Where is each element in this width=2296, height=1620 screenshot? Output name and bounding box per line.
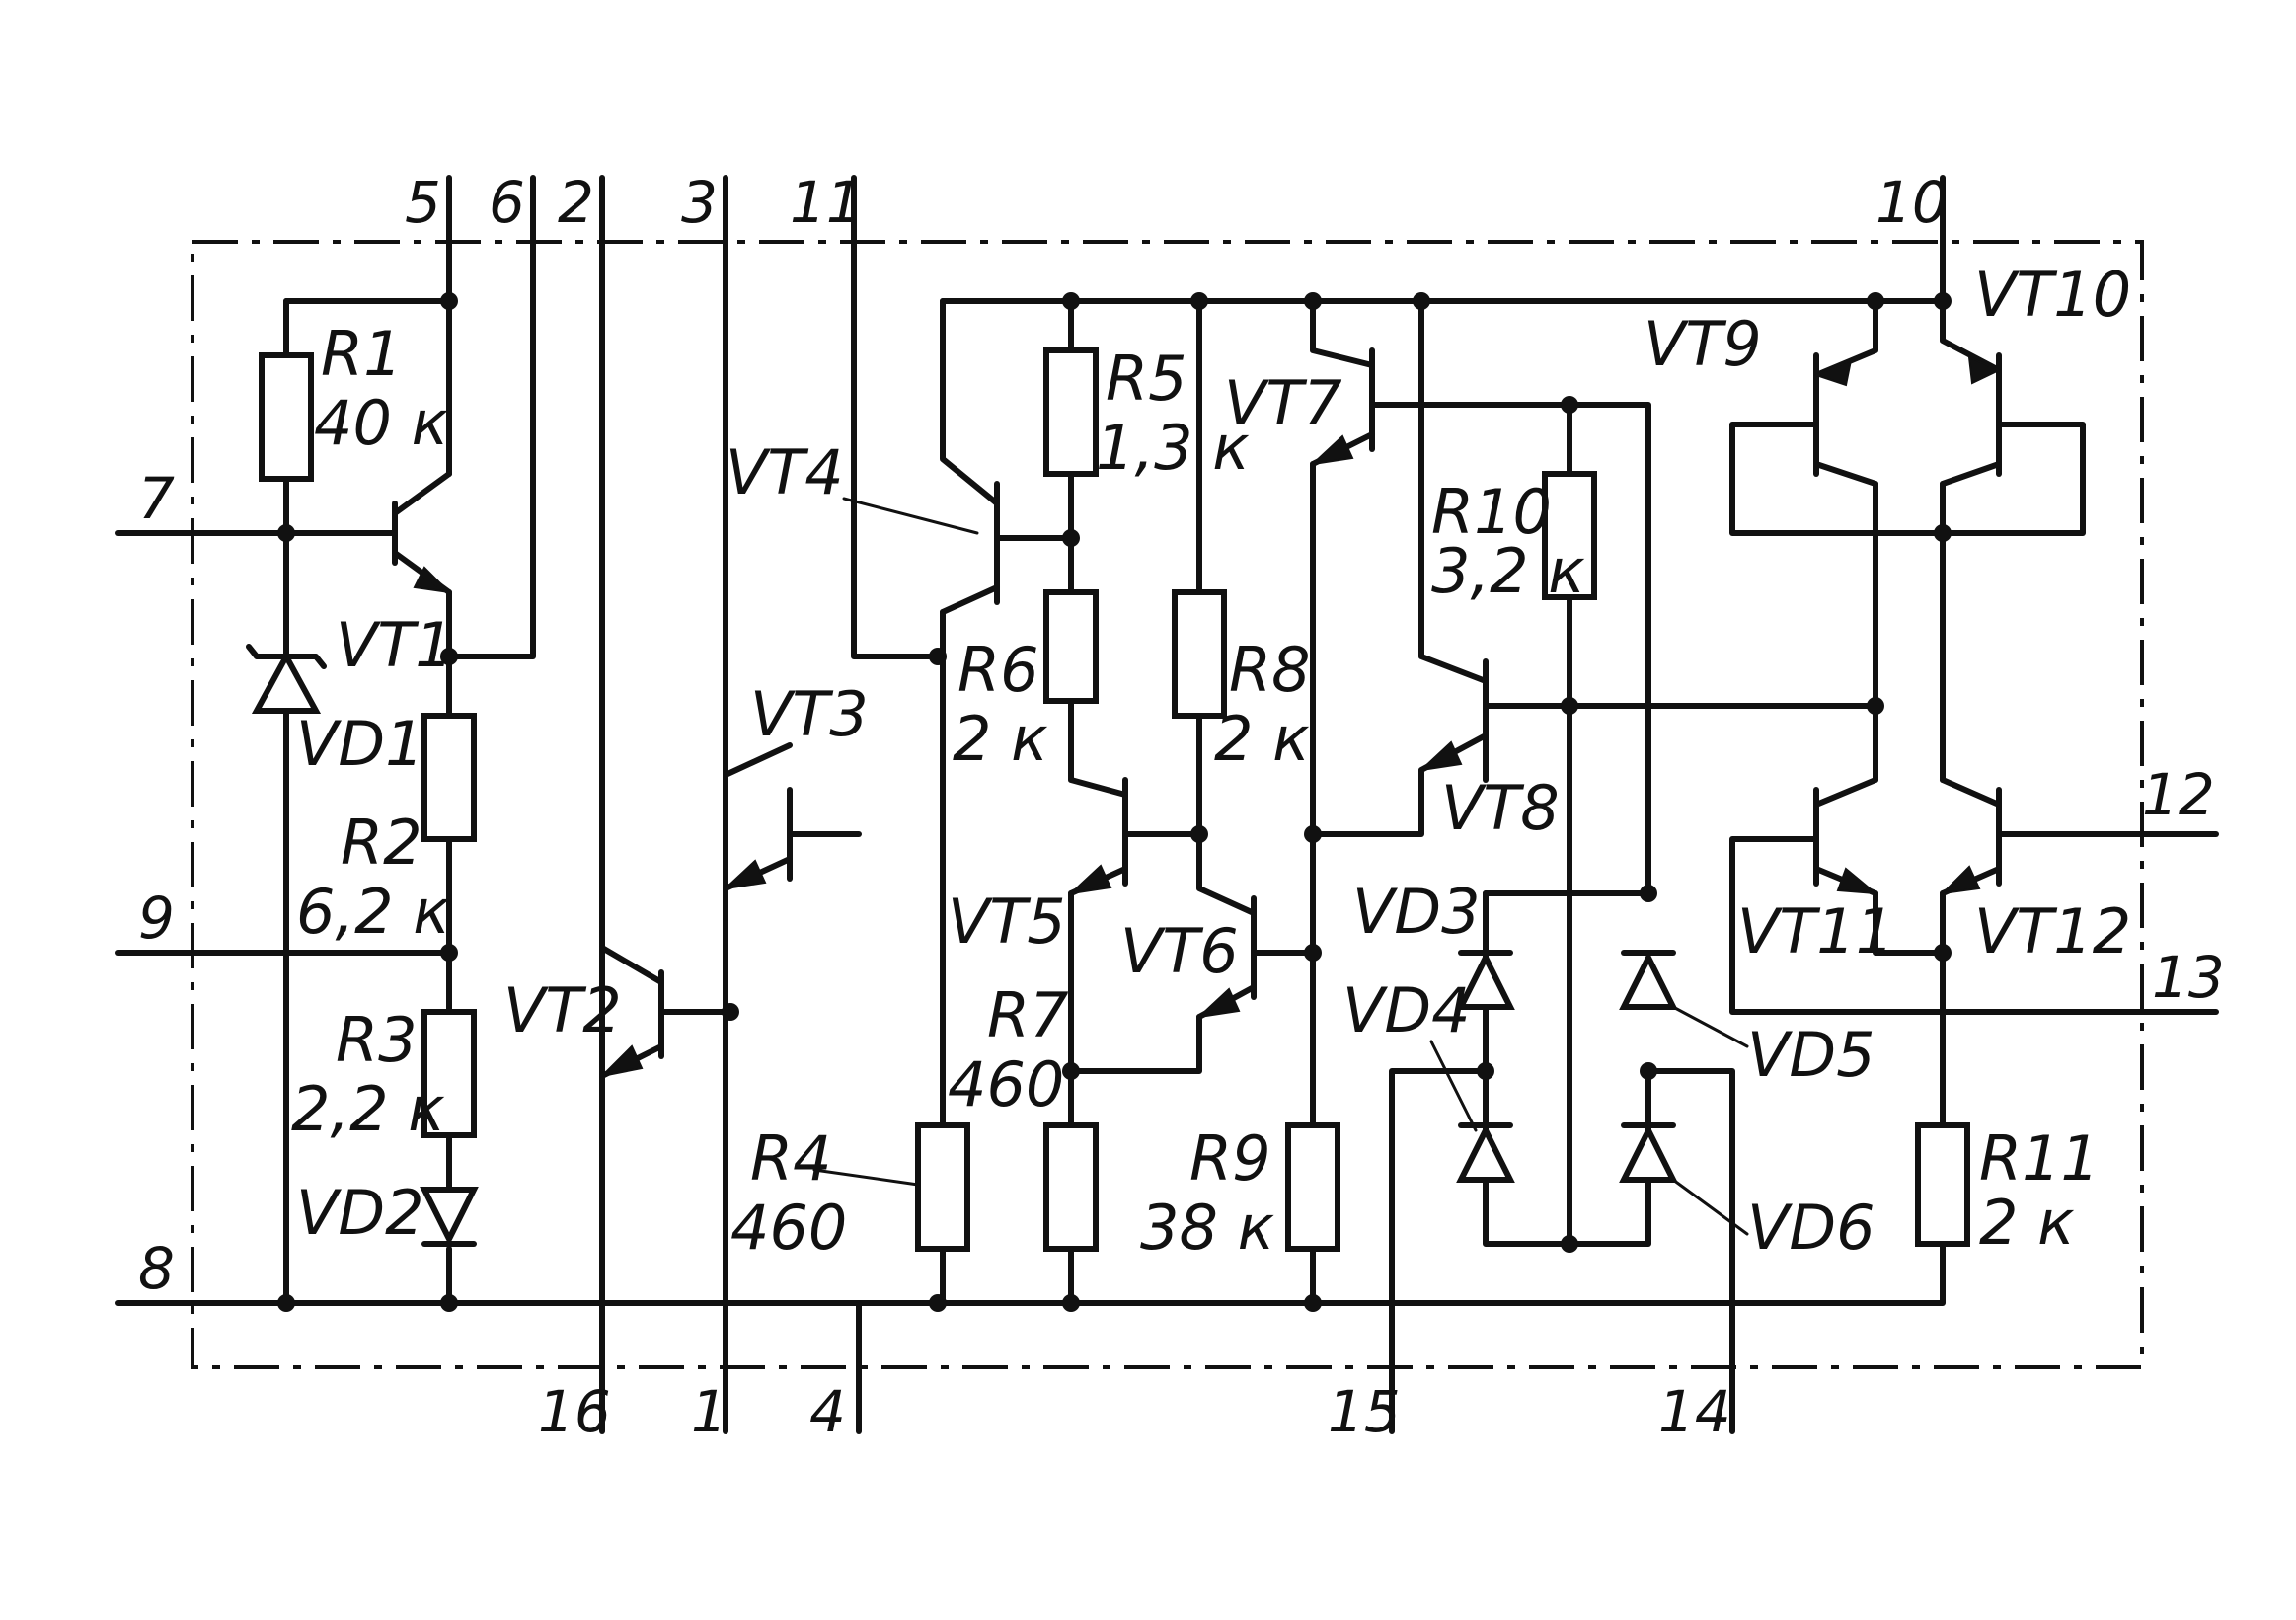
pin-labels: 5 6 2 3 11 10 7 9 8 12 13 16 1 4 15 14 xyxy=(138,169,2225,1445)
r2-body xyxy=(421,713,477,842)
resistor-bodies xyxy=(259,347,1970,1252)
r2-value: 6,2 к xyxy=(296,876,450,948)
leader-lines xyxy=(812,497,1749,1236)
r3-value: 2,2 к xyxy=(291,1073,445,1145)
vt12-label: VT12 xyxy=(1974,895,2131,967)
vt6-label: VT6 xyxy=(1120,915,1239,987)
pin-8: 8 xyxy=(138,1235,175,1302)
r4-value: 460 xyxy=(730,1192,847,1264)
pin-2: 2 xyxy=(558,169,594,236)
pin-13: 13 xyxy=(2152,944,2225,1011)
vt1-label: VT1 xyxy=(336,609,454,681)
pin-16: 16 xyxy=(538,1378,611,1445)
pin-15: 15 xyxy=(1328,1378,1401,1445)
pin-6: 6 xyxy=(489,169,525,236)
pin-14: 14 xyxy=(1658,1378,1731,1445)
r5-name: R5 xyxy=(1106,343,1187,415)
transistor-labels: VT1 VT2 VT3 VT4 VT5 VT6 VT7 VT8 VT9 VT10… xyxy=(336,259,2131,1046)
pin-1: 1 xyxy=(691,1378,727,1445)
pin-9: 9 xyxy=(138,885,175,952)
vt7-label: VT7 xyxy=(1224,367,1342,439)
vt9-label: VT9 xyxy=(1644,308,1762,380)
r11-name: R11 xyxy=(1979,1122,2100,1195)
r7-body xyxy=(1043,1122,1099,1252)
r2-name: R2 xyxy=(341,807,422,879)
pin-5: 5 xyxy=(405,169,441,236)
vd1-label: VD1 xyxy=(296,708,424,780)
vd4-label: VD4 xyxy=(1342,974,1471,1046)
r7-value: 460 xyxy=(948,1048,1064,1120)
r11-body xyxy=(1915,1122,1970,1247)
r9-body xyxy=(1285,1122,1340,1252)
vt3-label: VT3 xyxy=(750,678,869,750)
r6-body xyxy=(1043,589,1099,704)
junction-dots xyxy=(277,292,1952,1312)
r1-body xyxy=(259,352,314,482)
r8-value: 2 к xyxy=(1214,703,1310,775)
r10-name: R10 xyxy=(1431,476,1552,548)
r8-body xyxy=(1172,589,1227,719)
vd5-label: VD5 xyxy=(1747,1019,1875,1091)
r4-name: R4 xyxy=(750,1122,832,1195)
r6-name: R6 xyxy=(957,634,1039,706)
pin-4: 4 xyxy=(809,1378,846,1445)
pin-12: 12 xyxy=(2142,761,2215,828)
r1-value: 40 к xyxy=(314,387,449,459)
pin-3: 3 xyxy=(681,169,718,236)
r10-value: 3,2 к xyxy=(1431,535,1585,607)
r4-body xyxy=(915,1122,970,1252)
resistor-labels: R1 40 к R2 6,2 к R3 2,2 к R4 460 R5 1,3 … xyxy=(291,318,2100,1264)
r3-body xyxy=(421,1009,477,1138)
vd2-label: VD2 xyxy=(296,1177,424,1249)
vt4-label: VT4 xyxy=(726,436,844,508)
vd3-label: VD3 xyxy=(1352,876,1481,948)
r9-name: R9 xyxy=(1189,1122,1271,1195)
r1-name: R1 xyxy=(321,318,403,390)
vt8-label: VT8 xyxy=(1441,772,1560,844)
emitter-arrows xyxy=(413,355,2002,1078)
r3-name: R3 xyxy=(336,1004,418,1076)
chip-outline xyxy=(191,240,2144,1369)
pin-7: 7 xyxy=(138,465,175,532)
wiring xyxy=(115,175,2219,1434)
diode-symbols xyxy=(246,644,1678,1247)
vt1-lines xyxy=(392,471,452,595)
r7-name: R7 xyxy=(987,979,1069,1051)
pin-11: 11 xyxy=(790,169,863,236)
r9-value: 38 к xyxy=(1140,1192,1275,1264)
vt5-label: VT5 xyxy=(948,886,1066,958)
r8-name: R8 xyxy=(1229,634,1311,706)
r5-body xyxy=(1043,347,1099,477)
r10-body xyxy=(1542,471,1597,600)
r5-value: 1,3 к xyxy=(1096,412,1250,484)
pin-10: 10 xyxy=(1875,169,1949,236)
vd6-label: VD6 xyxy=(1747,1192,1875,1264)
vt10-label: VT10 xyxy=(1974,259,2131,331)
diode-labels: VD1 VD2 VD3 VD4 VD5 VD6 xyxy=(296,708,1875,1264)
vt2-label: VT2 xyxy=(503,974,622,1046)
r6-value: 2 к xyxy=(953,703,1048,775)
vt11-label: VT11 xyxy=(1737,895,1894,967)
r11-value: 2 к xyxy=(1979,1187,2075,1259)
